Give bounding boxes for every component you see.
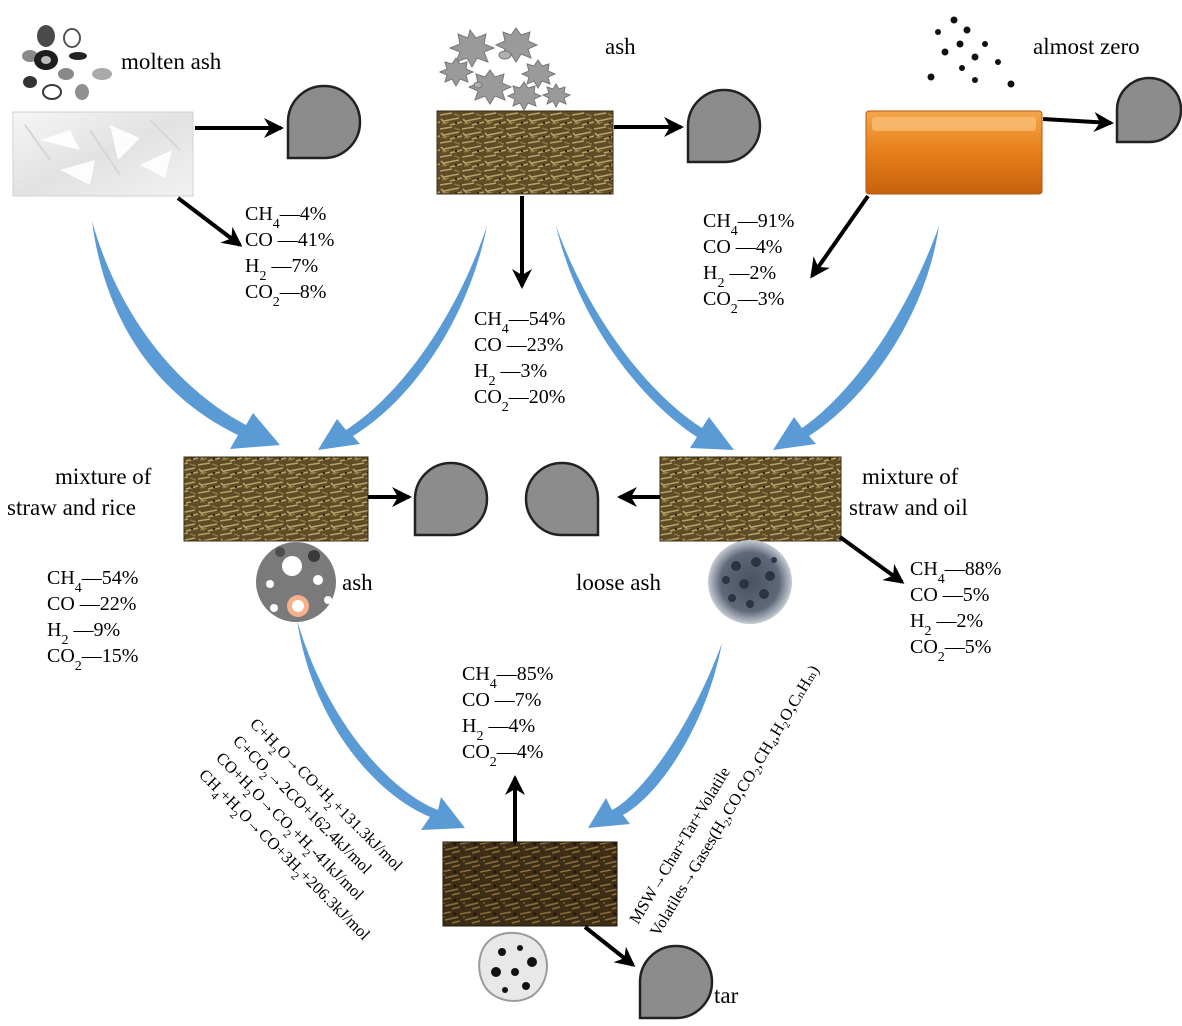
gas-list-rice: CH4—4%CO —41% H2 —7%CO2—8% (245, 203, 334, 310)
bottom-mixture-photo (442, 841, 618, 927)
black-arrows (176, 112, 1114, 967)
gas-row: CH4—54% (47, 567, 138, 596)
gas-row: H2 —3% (474, 360, 547, 389)
gas-row: CO2—4% (462, 741, 543, 770)
arrow-bottom-to-tar (583, 925, 636, 967)
arrow-rice-to-gas (176, 196, 243, 247)
rice-ash-icon (256, 542, 336, 622)
blue-flow-arrows (92, 221, 939, 830)
gas-drop-icon-oil (1115, 76, 1182, 144)
label-molten-ash: molten ash (121, 49, 222, 74)
label-tar: tar (714, 983, 739, 1008)
blue-arrow-straw-to-mixrice (318, 226, 487, 450)
gas-row: H2 —9% (47, 619, 120, 648)
label-ash-rice: ash (342, 570, 373, 595)
molten-ash-icon (22, 25, 112, 100)
gas-list-oil: CH4—91%CO —4% H2 —2%CO2—3% (703, 210, 794, 317)
pathway-line-2: Volatiles→Gases(H₂,CO,CO₂,CH₄,H₂O,CₙHₘ) (646, 662, 823, 940)
gas-drop-icon-straw (686, 88, 762, 164)
arrow-oil-to-gas (810, 194, 870, 279)
reaction-equations: C+H2O→CO+H2+131.3kJ/mol C+CO2→2CO+162.4k… (195, 714, 407, 944)
gas-row: H2 —2% (703, 262, 776, 291)
gas-row: H2 —2% (910, 610, 983, 639)
gas-drops (286, 76, 1182, 1020)
gas-row: CO2—15% (47, 645, 138, 674)
blue-arrow-straw-to-mixoil (556, 226, 734, 450)
gas-row: CO2—8% (245, 281, 326, 310)
rice-sample-photo (12, 111, 194, 197)
gas-row: CO2—5% (910, 636, 991, 665)
mixture-oil-photo (659, 456, 842, 542)
gas-row: CO —7% (462, 689, 541, 711)
oil-sample-photo (865, 110, 1043, 195)
blue-arrow-oil-to-mixoil (773, 226, 939, 450)
label-mixture-oil-1: mixture of (862, 464, 959, 489)
blue-arrow-mixrice-to-bottom (297, 620, 465, 830)
gas-row: CO2—20% (474, 386, 565, 415)
gas-row: CH4—88% (910, 558, 1001, 587)
label-ash-top: ash (605, 34, 636, 59)
gas-row: CO —41% (245, 229, 334, 251)
loose-ash-icon (708, 540, 792, 624)
almost-zero-ash-icon (927, 16, 1015, 88)
gas-drop-icon-tar (638, 944, 714, 1020)
gas-row: CO2—3% (703, 288, 784, 317)
labels: molten ash ash almost zero mixture of st… (7, 34, 1140, 1008)
gas-row: CO —4% (703, 236, 782, 258)
arrow-oil-to-drop (1042, 112, 1114, 132)
spiky-ash-icon (438, 27, 572, 112)
gas-row: CH4—54% (474, 308, 565, 337)
label-mixture-rice-2: straw and rice (7, 495, 136, 520)
gas-row: CH4—91% (703, 210, 794, 239)
gas-row: CO —5% (910, 584, 989, 606)
mixture-rice-photo (183, 456, 369, 542)
gas-list-straw: CH4—54%CO —23% H2 —3%CO2—20% (474, 308, 565, 415)
tar-ash-icon (478, 931, 548, 1002)
gas-list-bottom: CH4—85%CO —7% H2 —4%CO2—4% (462, 663, 553, 770)
gas-row: CH4—85% (462, 663, 553, 692)
pathway-equations: MSW→Char+Tar+Volatile Volatiles→Gases(H₂… (625, 662, 823, 940)
label-mixture-rice-1: mixture of (55, 464, 152, 489)
gas-drop-icon-mix-rice (413, 461, 489, 537)
gas-drop-icon-mix-oil (524, 461, 600, 537)
gas-row: CO —22% (47, 593, 136, 615)
gas-row: CH4—4% (245, 203, 326, 232)
gas-row: CO —23% (474, 334, 563, 356)
label-almost-zero: almost zero (1033, 34, 1140, 59)
gas-drop-icon-rice (286, 84, 362, 160)
gas-list-mix-oil: CH4—88%CO —5% H2 —2%CO2—5% (910, 558, 1001, 665)
arrow-mixoil-to-gas (838, 535, 905, 584)
label-mixture-oil-2: straw and oil (849, 495, 968, 520)
gas-list-mix-rice: CH4—54%CO —22% H2 —9%CO2—15% (47, 567, 138, 674)
gas-row: H2 —4% (462, 715, 535, 744)
label-loose-ash: loose ash (576, 570, 661, 595)
straw-sample-photo (436, 110, 614, 195)
blue-arrow-mixoil-to-bottom (588, 643, 722, 828)
blue-arrow-rice-to-mix (92, 221, 280, 449)
reaction-line: CO+H2O→CO2+H2-41kJ/mol (209, 748, 368, 907)
gas-row: H2 —7% (245, 255, 318, 284)
